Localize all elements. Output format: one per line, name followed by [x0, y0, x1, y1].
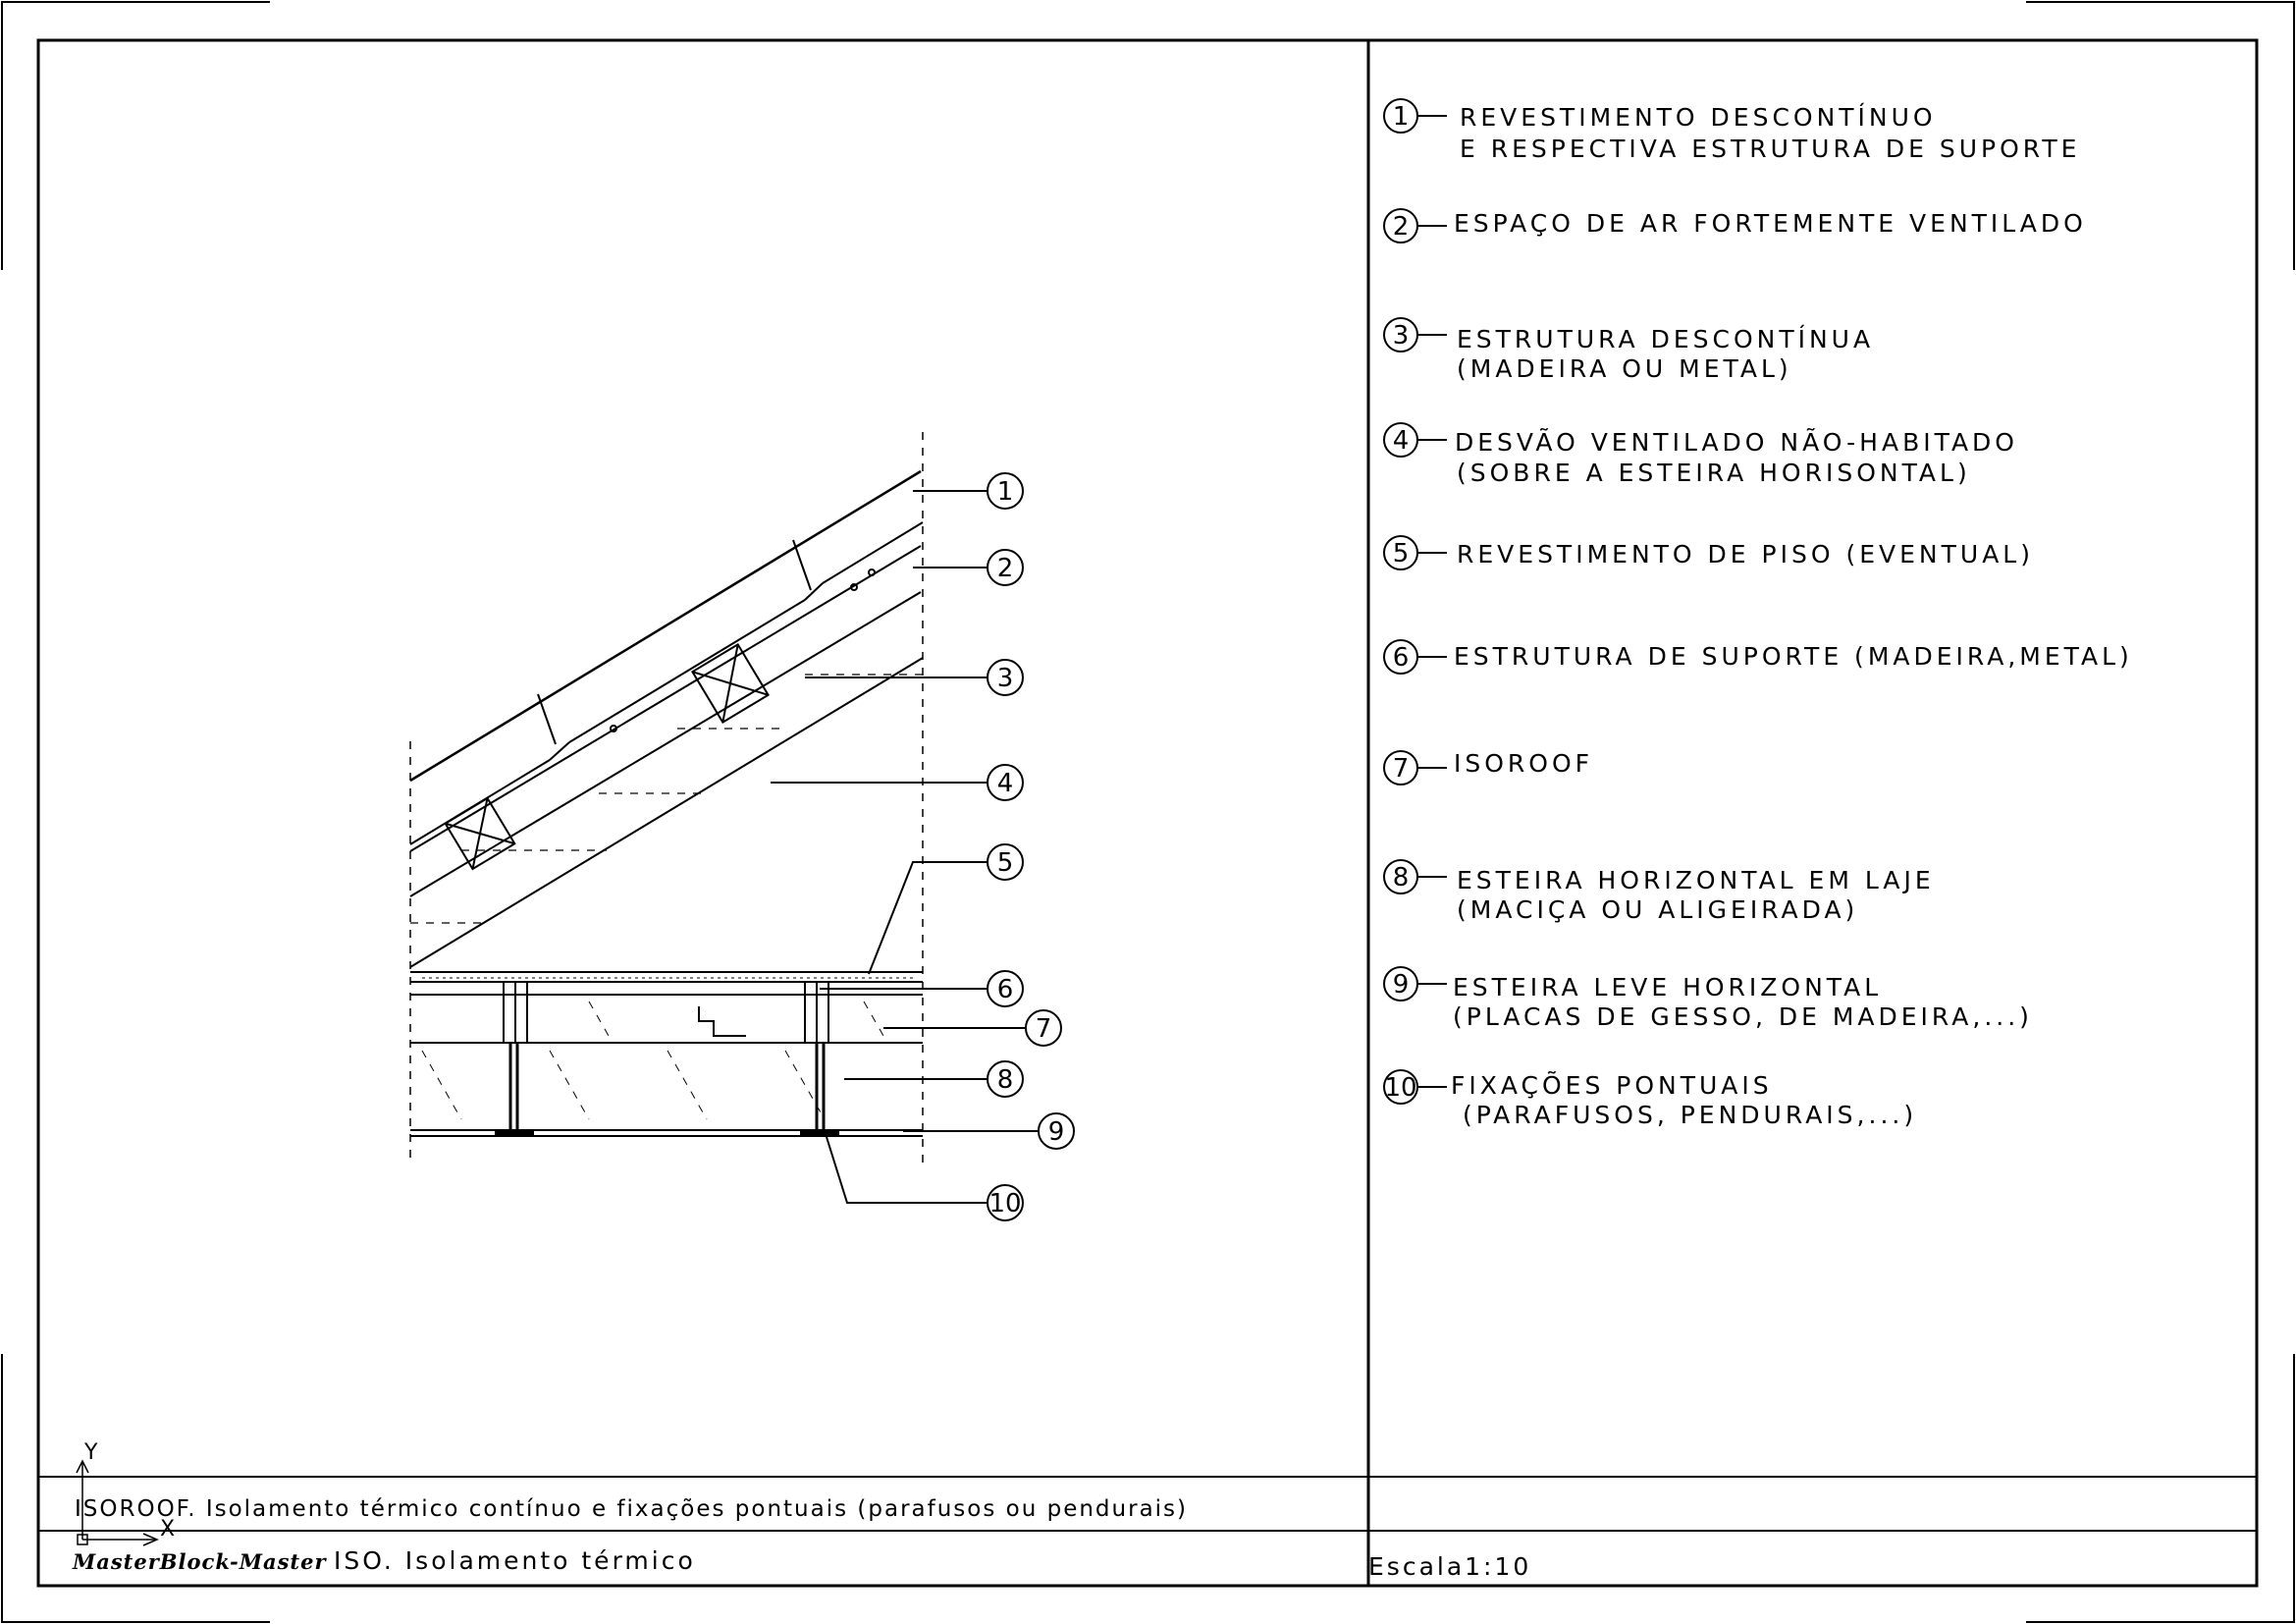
svg-text:5: 5 — [1393, 539, 1410, 568]
title-block: Y X ISOROOF. Isolamento térmico contínuo… — [72, 1440, 1531, 1581]
callout-3: 3 — [987, 659, 1024, 696]
svg-text:7: 7 — [1393, 754, 1410, 784]
legend-item-3: 3 ESTRUTURA DESCONTÍNUA(MADEIRA OU METAL… — [1383, 317, 1874, 383]
legend-item-2: 2 ESPAÇO DE AR FORTEMENTE VENTILADO — [1383, 208, 2087, 244]
svg-text:2: 2 — [997, 554, 1014, 583]
legend-item-10: 10 FIXAÇÕES PONTUAIS (PARAFUSOS, PENDURA… — [1383, 1069, 1917, 1129]
leader-lines — [771, 490, 1038, 1204]
legend-item-9: 9 ESTEIRA LEVE HORIZONTAL(PLACAS DE GESS… — [1383, 966, 2033, 1031]
svg-text:(MADEIRA OU METAL): (MADEIRA OU METAL) — [1457, 354, 1792, 383]
product-title: ISO. Isolamento térmico — [334, 1546, 696, 1575]
svg-text:3: 3 — [1393, 321, 1410, 351]
svg-text:(PARAFUSOS, PENDURAIS,...): (PARAFUSOS, PENDURAIS,...) — [1451, 1101, 1917, 1129]
callout-8: 8 — [987, 1060, 1024, 1098]
callout-5: 5 — [987, 843, 1024, 881]
svg-text:ESTRUTURA DE SUPORTE (MADEIRA,: ESTRUTURA DE SUPORTE (MADEIRA,METAL) — [1454, 642, 2133, 671]
svg-text:REVESTIMENTO DESCONTÍNUO: REVESTIMENTO DESCONTÍNUO — [1460, 103, 1937, 132]
svg-text:8: 8 — [1393, 863, 1410, 893]
ucs-axis-icon — [76, 1459, 159, 1546]
scale-label: Escala1:10 — [1368, 1552, 1531, 1581]
battens — [444, 643, 770, 871]
svg-text:2: 2 — [1393, 212, 1410, 242]
roof-tiles — [409, 469, 924, 845]
svg-text:5: 5 — [997, 848, 1014, 878]
svg-text:3: 3 — [997, 664, 1014, 693]
svg-text:9: 9 — [1393, 970, 1410, 1000]
svg-text:ESTEIRA LEVE HORIZONTAL: ESTEIRA LEVE HORIZONTAL — [1453, 973, 1882, 1001]
svg-text:ESTRUTURA DESCONTÍNUA: ESTRUTURA DESCONTÍNUA — [1457, 325, 1874, 353]
svg-text:4: 4 — [1393, 426, 1410, 456]
svg-text:ESPAÇO DE AR FORTEMENTE VENTIL: ESPAÇO DE AR FORTEMENTE VENTILADO — [1454, 209, 2087, 238]
callout-7: 7 — [1025, 1009, 1062, 1047]
floor-layers — [410, 971, 923, 1137]
svg-text:10: 10 — [988, 1189, 1021, 1218]
callout-4: 4 — [987, 764, 1024, 801]
svg-text:1: 1 — [1393, 102, 1410, 132]
callout-6: 6 — [987, 970, 1024, 1007]
svg-text:(PLACAS DE GESSO, DE MADEIRA,.: (PLACAS DE GESSO, DE MADEIRA,...) — [1453, 1002, 2033, 1031]
legend-item-1: 1 REVESTIMENTO DESCONTÍNUO E RESPECTIVA E… — [1383, 98, 2080, 163]
legend-item-8: 8 ESTEIRA HORIZONTAL EM LAJE(MACIÇA OU A… — [1383, 859, 1935, 924]
svg-text:7: 7 — [1036, 1014, 1052, 1044]
ucs-x-label: X — [160, 1517, 175, 1542]
svg-text:DESVÃO VENTILADO NÃO-HABITADO: DESVÃO VENTILADO NÃO-HABITADO — [1455, 427, 2018, 457]
svg-text:REVESTIMENTO DE PISO (EVENTUAL: REVESTIMENTO DE PISO (EVENTUAL) — [1457, 540, 2034, 568]
legend-item-4: 4 DESVÃO VENTILADO NÃO-HABITADO(SOBRE A … — [1383, 422, 2018, 487]
svg-text:9: 9 — [1048, 1117, 1065, 1147]
svg-text:10: 10 — [1384, 1073, 1416, 1103]
callout-10: 10 — [987, 1184, 1024, 1221]
legend: 1 REVESTIMENTO DESCONTÍNUO E RESPECTIVA E… — [1383, 98, 2133, 1129]
brand-logo-text: MasterBlock-Master — [72, 1549, 327, 1574]
svg-text:6: 6 — [997, 975, 1014, 1004]
svg-text:E RESPECTIVA ESTRUTURA DE SUPO: E RESPECTIVA ESTRUTURA DE SUPORTE — [1460, 135, 2080, 163]
callout-2: 2 — [987, 549, 1024, 586]
drawing-frame — [36, 38, 2259, 1588]
callout-1: 1 — [987, 472, 1024, 510]
svg-text:(SOBRE A ESTEIRA HORISONTAL): (SOBRE A ESTEIRA HORISONTAL) — [1457, 459, 1971, 487]
callout-bubbles: 1 2 3 4 5 6 7 8 9 10 — [987, 472, 1075, 1221]
roof-section-detail — [409, 432, 924, 1168]
svg-text:FIXAÇÕES PONTUAIS: FIXAÇÕES PONTUAIS — [1451, 1070, 1773, 1100]
legend-item-6: 6 ESTRUTURA DE SUPORTE (MADEIRA,METAL) — [1383, 639, 2133, 675]
svg-text:6: 6 — [1393, 643, 1410, 673]
svg-text:4: 4 — [997, 769, 1014, 798]
ucs-y-label: Y — [83, 1440, 98, 1465]
svg-text:ESTEIRA HORIZONTAL EM LAJE: ESTEIRA HORIZONTAL EM LAJE — [1457, 866, 1935, 894]
legend-item-7: 7 ISOROOF — [1383, 749, 1593, 785]
svg-text:ISOROOF: ISOROOF — [1454, 749, 1593, 778]
svg-text:1: 1 — [997, 477, 1014, 507]
svg-text:8: 8 — [997, 1065, 1014, 1095]
svg-text:(MACIÇA OU ALIGEIRADA): (MACIÇA OU ALIGEIRADA) — [1457, 895, 1858, 924]
callout-9: 9 — [1038, 1112, 1075, 1150]
drawing-description: ISOROOF. Isolamento térmico contínuo e f… — [75, 1496, 1188, 1522]
legend-item-5: 5 REVESTIMENTO DE PISO (EVENTUAL) — [1383, 535, 2034, 570]
